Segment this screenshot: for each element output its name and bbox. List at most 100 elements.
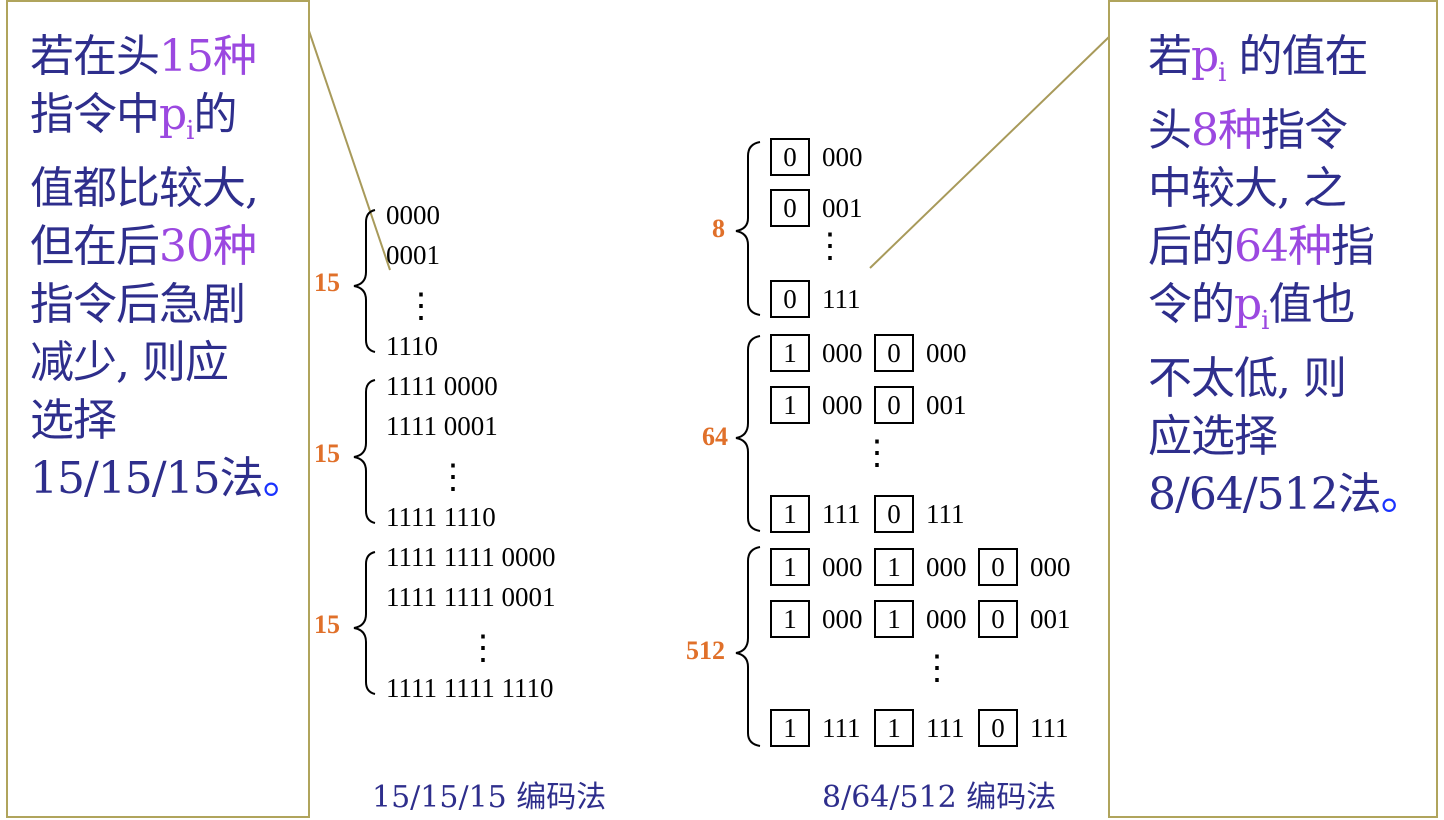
code-bits: 001	[822, 192, 863, 223]
right-note-text: 的值在	[1225, 31, 1368, 82]
group-label: 64	[702, 422, 728, 451]
right-leader-line	[869, 35, 1111, 269]
code-row: 0 111	[770, 280, 874, 318]
prefix-box: 1	[770, 548, 810, 586]
code-bits: 000	[926, 551, 967, 582]
right-note-text: 指	[1331, 220, 1375, 272]
group-label: 15	[314, 268, 340, 297]
left-note-text: 值都比较大,	[30, 162, 259, 214]
left-note-period: 。	[262, 452, 307, 504]
p-i-symbol: pi	[159, 89, 195, 146]
left-note-line: 若在头15种	[30, 28, 306, 86]
prefix-box: 0	[978, 600, 1018, 638]
brace-15-c	[353, 551, 376, 695]
code-word: 1111 0000	[386, 371, 498, 401]
code-bits: 001	[1030, 603, 1071, 634]
prefix-box: 0	[874, 495, 914, 533]
vertical-ellipsis: ⋮	[813, 228, 847, 265]
right-note-text: 若	[1148, 31, 1192, 82]
vertical-ellipsis: ⋮	[920, 650, 954, 687]
prefix-box: 0	[874, 386, 914, 424]
right-note-text: 中较大, 之	[1148, 162, 1347, 214]
code-word: 1111 1110	[386, 502, 496, 532]
left-note-text: 指令中	[30, 89, 160, 140]
left-note-line: 指令中pi的	[30, 86, 306, 160]
vertical-ellipsis: ⋮	[860, 435, 894, 472]
left-note-highlight: 30种	[159, 220, 257, 272]
p-i-symbol: pi	[1191, 31, 1227, 88]
vertical-ellipsis: ⋮	[436, 459, 470, 496]
right-note-line: 头8种指令	[1148, 102, 1424, 160]
right-note-line: 不太低, 则	[1148, 350, 1424, 408]
code-bits: 000	[822, 141, 863, 172]
brace-512	[735, 546, 761, 747]
prefix-box: 1	[874, 548, 914, 586]
right-note-text: 后的	[1148, 220, 1235, 272]
code-word: 0001	[386, 240, 440, 270]
prefix-box: 1	[770, 334, 810, 372]
left-note-highlight: 15种	[159, 31, 257, 82]
prefix-box: 0	[978, 548, 1018, 586]
left-note-line: 指令后急剧	[30, 276, 306, 334]
brace-15-b	[353, 379, 376, 524]
left-note-line: 但在后30种	[30, 218, 306, 276]
left-note-text: 若在头	[30, 31, 160, 82]
prefix-box: 1	[770, 495, 810, 533]
brace-15-a	[353, 209, 376, 353]
group-label: 15	[314, 610, 340, 639]
right-note-highlight: 64种	[1234, 220, 1332, 272]
prefix-box: 0	[770, 280, 810, 318]
right-note-text: 8/64/512法	[1148, 468, 1382, 520]
right-note-text: 应选择	[1148, 410, 1278, 462]
prefix-box: 0	[978, 709, 1018, 747]
braces-15	[353, 209, 376, 695]
code-bits: 000	[822, 603, 863, 634]
brace-8	[735, 141, 761, 316]
right-note-line: 后的64种指	[1148, 218, 1424, 276]
code-bits: 111	[926, 712, 965, 743]
code-row: 0 001	[770, 189, 874, 227]
code-bits: 111	[822, 283, 861, 314]
left-note-line: 减少, 则应	[30, 334, 306, 392]
right-note-highlight: 8种	[1191, 104, 1262, 156]
right-note-text: 头	[1148, 104, 1192, 156]
left-note-text: 的	[193, 89, 238, 140]
left-note-line: 15/15/15法。	[30, 450, 307, 508]
code-word: 1111 0001	[386, 411, 498, 441]
code-bits: 111	[822, 498, 861, 529]
group-label: 512	[686, 636, 725, 665]
left-note-text: 15/15/15法	[30, 452, 264, 504]
brace-64	[735, 335, 761, 532]
right-note-line: 若pi 的值在	[1148, 28, 1424, 102]
right-note-text: 值也	[1268, 278, 1356, 330]
code-word: 1111 1111 1110	[386, 673, 554, 703]
code-bits: 000	[1030, 551, 1071, 582]
right-note-period: 。	[1380, 468, 1425, 520]
left-note-text: 减少, 则应	[30, 336, 229, 388]
code-word: 1111 1111 0001	[386, 582, 556, 612]
left-note-text: 指令后急剧	[30, 278, 246, 330]
caption-8-64-512: 8/64/512 编码法	[822, 780, 1057, 815]
vertical-ellipsis: ⋮	[404, 288, 438, 325]
prefix-box: 0	[874, 334, 914, 372]
code-bits: 001	[926, 389, 967, 420]
left-note-line: 选择	[30, 392, 306, 450]
right-note-line: 令的pi值也	[1148, 276, 1424, 350]
code-bits: 111	[1030, 712, 1069, 743]
code-bits: 000	[822, 389, 863, 420]
code-bits: 111	[822, 712, 861, 743]
prefix-box: 1	[874, 600, 914, 638]
code-bits: 000	[822, 551, 863, 582]
prefix-box: 0	[770, 189, 810, 227]
code-word: 0000	[386, 200, 440, 230]
right-note-line: 应选择	[1148, 408, 1424, 466]
group-label: 15	[314, 439, 340, 468]
